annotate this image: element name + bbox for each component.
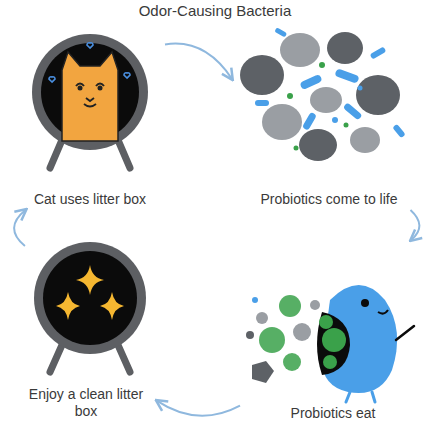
- stage-node: Probiotics come to life: [232, 28, 426, 210]
- stage-label: Probiotics eat: [291, 405, 376, 422]
- probiotic-eating: [246, 285, 414, 402]
- cycle-arrow: [165, 44, 232, 79]
- cycle-arrow: [410, 210, 419, 240]
- stage-label: Enjoy a clean litter box: [19, 386, 153, 420]
- diagram-title: Odor-Causing Bacteria: [0, 2, 430, 19]
- stage-label: Probiotics come to life: [261, 191, 398, 208]
- cycle-arrow: [157, 401, 240, 416]
- stage-node: Probiotics eat: [240, 240, 426, 424]
- bacteria-cluster: [240, 27, 406, 161]
- stage-label: Cat uses litter box: [34, 191, 146, 208]
- cycle-arrow: [14, 210, 25, 246]
- stage-node: Cat uses litter box: [15, 30, 165, 210]
- stage-node: Enjoy a clean litter box: [15, 246, 157, 422]
- litter-box-cat: [32, 34, 148, 168]
- litter-box-clean: [34, 242, 146, 372]
